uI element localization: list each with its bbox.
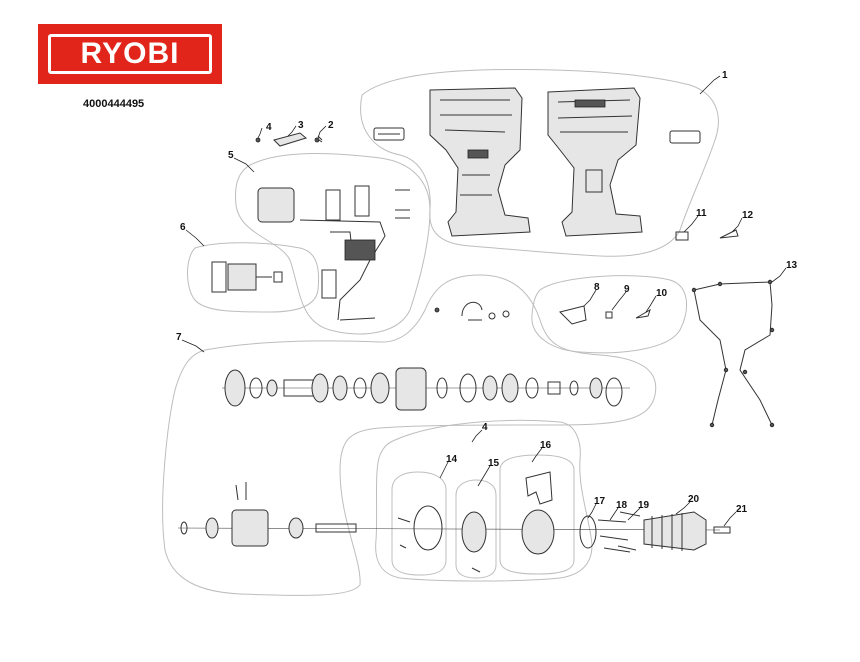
callout-8: 8 bbox=[594, 282, 600, 293]
ryobi-logo: RYOBI bbox=[38, 24, 222, 84]
switch-assembly bbox=[257, 185, 410, 321]
callout-17: 17 bbox=[594, 496, 606, 507]
drill-housing-right bbox=[547, 87, 643, 237]
small-parts-center bbox=[434, 301, 510, 321]
callout-14: 14 bbox=[446, 454, 458, 465]
callout-1: 1 bbox=[722, 70, 728, 81]
parts-8-10 bbox=[559, 305, 651, 325]
outline-housing-group bbox=[360, 69, 719, 257]
drill-housing-left bbox=[429, 87, 531, 237]
callout-3: 3 bbox=[298, 120, 304, 131]
belt-clip bbox=[691, 279, 775, 428]
part-3-plate bbox=[273, 132, 308, 147]
leader-lines bbox=[181, 75, 787, 527]
callout-5: 5 bbox=[228, 150, 234, 161]
outline-part15 bbox=[455, 479, 497, 579]
callout-16: 16 bbox=[540, 440, 552, 451]
outline-clutch-group bbox=[375, 419, 593, 582]
clutch-parts bbox=[397, 471, 555, 573]
logo-border: RYOBI bbox=[48, 34, 212, 74]
callout-6: 6 bbox=[180, 222, 186, 233]
part-2-screw bbox=[314, 135, 323, 143]
callout-18: 18 bbox=[616, 500, 628, 511]
callout-2: 2 bbox=[328, 120, 334, 131]
logo-text: RYOBI bbox=[80, 37, 180, 70]
callout-20: 20 bbox=[688, 494, 700, 505]
callout-12: 12 bbox=[742, 210, 754, 221]
outline-gearbox-group bbox=[162, 274, 657, 596]
ryobi-badge-right bbox=[669, 130, 701, 144]
part-4-screw bbox=[255, 137, 261, 143]
callout-9: 9 bbox=[624, 284, 630, 295]
parts-11-12 bbox=[675, 229, 739, 241]
chuck-parts bbox=[579, 511, 731, 553]
callout-7: 7 bbox=[176, 332, 182, 343]
gearbox bbox=[222, 367, 630, 411]
callout-19: 19 bbox=[638, 500, 650, 511]
outline-switch-group bbox=[235, 153, 431, 335]
part-number: 4000444495 bbox=[83, 98, 145, 110]
callout-11: 11 bbox=[696, 208, 707, 219]
ryobi-badge-left bbox=[373, 127, 405, 141]
callout-4b: 4 bbox=[482, 422, 488, 433]
callout-10: 10 bbox=[656, 288, 668, 299]
outline-part14 bbox=[391, 471, 447, 576]
callout-21: 21 bbox=[736, 504, 748, 515]
outline-part8-10 bbox=[531, 275, 688, 354]
spindle-assembly bbox=[177, 482, 721, 547]
callout-15: 15 bbox=[488, 458, 500, 469]
motor bbox=[211, 261, 283, 293]
outline-part16 bbox=[499, 454, 575, 575]
callout-4: 4 bbox=[266, 122, 272, 133]
outline-motor-group bbox=[187, 242, 320, 313]
callout-13: 13 bbox=[786, 260, 798, 271]
